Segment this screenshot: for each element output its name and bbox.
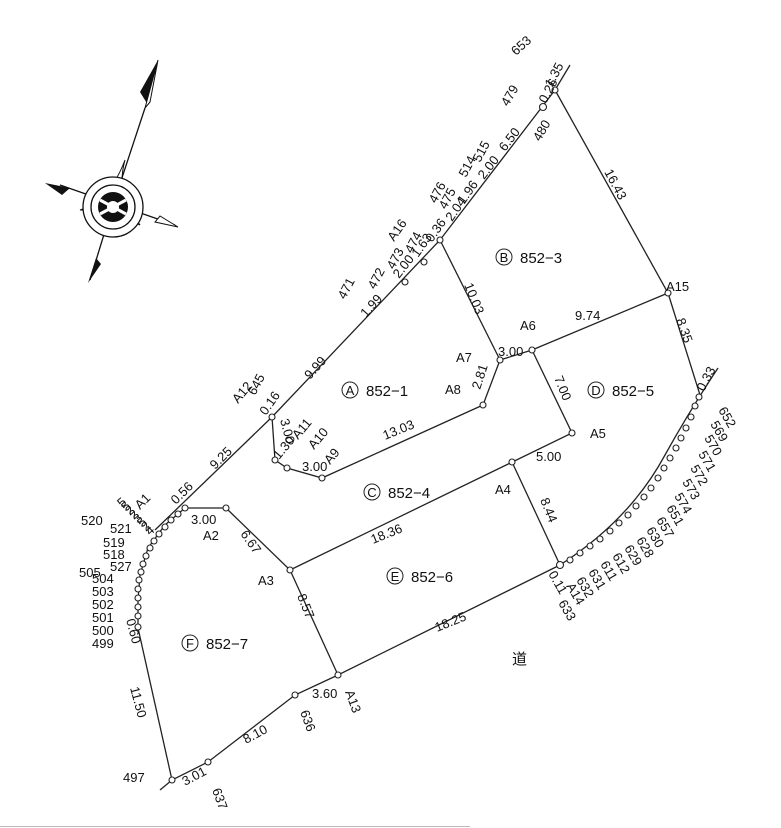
lot-e-label: E 852−6 — [386, 567, 453, 586]
svg-text:2.81: 2.81 — [469, 362, 491, 391]
svg-text:8.57: 8.57 — [294, 592, 317, 621]
survey-points — [134, 86, 703, 784]
svg-text:503: 503 — [92, 584, 114, 599]
svg-text:6.50: 6.50 — [496, 125, 523, 154]
svg-text:C: C — [367, 485, 376, 500]
svg-text:A3: A3 — [258, 573, 274, 588]
svg-text:9.99: 9.99 — [301, 353, 329, 382]
svg-text:3.01: 3.01 — [179, 764, 208, 789]
svg-text:0.16: 0.16 — [256, 388, 283, 417]
svg-text:9.25: 9.25 — [207, 444, 236, 473]
lot-d-label: D 852−5 — [587, 381, 654, 400]
svg-text:852−3: 852−3 — [520, 250, 562, 267]
svg-text:479: 479 — [498, 82, 522, 108]
svg-text:472: 472 — [364, 265, 387, 291]
svg-text:A2: A2 — [203, 528, 219, 543]
svg-text:501: 501 — [92, 610, 114, 625]
svg-text:852−5: 852−5 — [612, 383, 654, 400]
svg-text:4: 4 — [142, 522, 157, 538]
svg-text:1.99: 1.99 — [357, 291, 385, 320]
svg-text:A13: A13 — [342, 688, 364, 715]
svg-text:636: 636 — [297, 708, 319, 734]
svg-text:502: 502 — [92, 597, 114, 612]
svg-text:10.03: 10.03 — [461, 281, 487, 317]
svg-text:A6: A6 — [520, 318, 536, 333]
svg-text:0.56: 0.56 — [168, 479, 197, 508]
svg-text:852−4: 852−4 — [388, 485, 430, 502]
svg-text:3.60: 3.60 — [312, 686, 337, 701]
svg-text:471: 471 — [334, 275, 357, 301]
svg-text:3.00: 3.00 — [277, 417, 298, 445]
svg-text:653: 653 — [508, 33, 534, 59]
svg-text:527: 527 — [110, 559, 132, 574]
svg-text:B: B — [500, 250, 509, 265]
svg-text:5.00: 5.00 — [536, 449, 561, 464]
svg-text:3.00: 3.00 — [498, 344, 523, 359]
svg-text:18.36: 18.36 — [369, 521, 405, 547]
svg-text:13.03: 13.03 — [381, 417, 417, 443]
svg-text:A7: A7 — [456, 350, 472, 365]
svg-text:852−1: 852−1 — [366, 383, 408, 400]
svg-text:3.00: 3.00 — [191, 512, 216, 527]
dimension-labels: 1.35 0.26 6.50 2.00 1.96 2.04 1.63 0.36 … — [123, 60, 718, 789]
svg-text:497: 497 — [123, 770, 145, 785]
svg-text:A5: A5 — [590, 426, 606, 441]
svg-text:A8: A8 — [445, 382, 461, 397]
north-arrow-icon — [45, 59, 179, 283]
svg-text:A15: A15 — [666, 279, 689, 294]
lot-b-label: B 852−3 — [495, 248, 562, 267]
svg-text:521: 521 — [110, 521, 132, 536]
svg-text:A4: A4 — [495, 482, 511, 497]
lot-labels: A 852−1 B 852−3 C 852−4 D 852−5 E 852−6 … — [181, 248, 654, 653]
svg-text:520: 520 — [81, 513, 103, 528]
svg-text:A: A — [346, 383, 355, 398]
lot-a-label: A 852−1 — [341, 381, 408, 400]
svg-text:500: 500 — [92, 623, 114, 638]
svg-text:8.10: 8.10 — [240, 722, 269, 747]
road-label: 道 — [512, 651, 527, 668]
svg-text:852−7: 852−7 — [206, 636, 248, 653]
svg-text:11.50: 11.50 — [127, 685, 150, 719]
svg-text:8.44: 8.44 — [537, 496, 560, 525]
svg-text:518: 518 — [103, 547, 125, 562]
svg-text:3.00: 3.00 — [302, 459, 327, 474]
svg-text:D: D — [591, 383, 600, 398]
svg-text:0.60: 0.60 — [123, 617, 144, 645]
svg-text:480: 480 — [530, 117, 554, 143]
svg-text:A1: A1 — [132, 490, 154, 512]
svg-text:519: 519 — [103, 535, 125, 550]
svg-text:F: F — [186, 636, 194, 651]
bottom-rule — [0, 826, 470, 827]
svg-text:8.35: 8.35 — [673, 316, 696, 345]
svg-text:6.67: 6.67 — [238, 527, 265, 556]
svg-text:9.74: 9.74 — [575, 308, 600, 323]
lot-c-label: C 852−4 — [363, 483, 430, 502]
svg-text:505: 505 — [79, 565, 101, 580]
svg-text:0.33: 0.33 — [693, 364, 718, 393]
svg-text:E: E — [391, 569, 400, 584]
svg-text:637: 637 — [209, 786, 231, 812]
svg-text:852−6: 852−6 — [411, 569, 453, 586]
svg-text:504: 504 — [92, 571, 114, 586]
svg-text:16.43: 16.43 — [601, 166, 630, 202]
lot-f-label: F 852−7 — [181, 634, 248, 653]
boundary-lines — [137, 64, 719, 791]
svg-text:18.25: 18.25 — [433, 609, 469, 635]
svg-text:499: 499 — [92, 636, 114, 651]
